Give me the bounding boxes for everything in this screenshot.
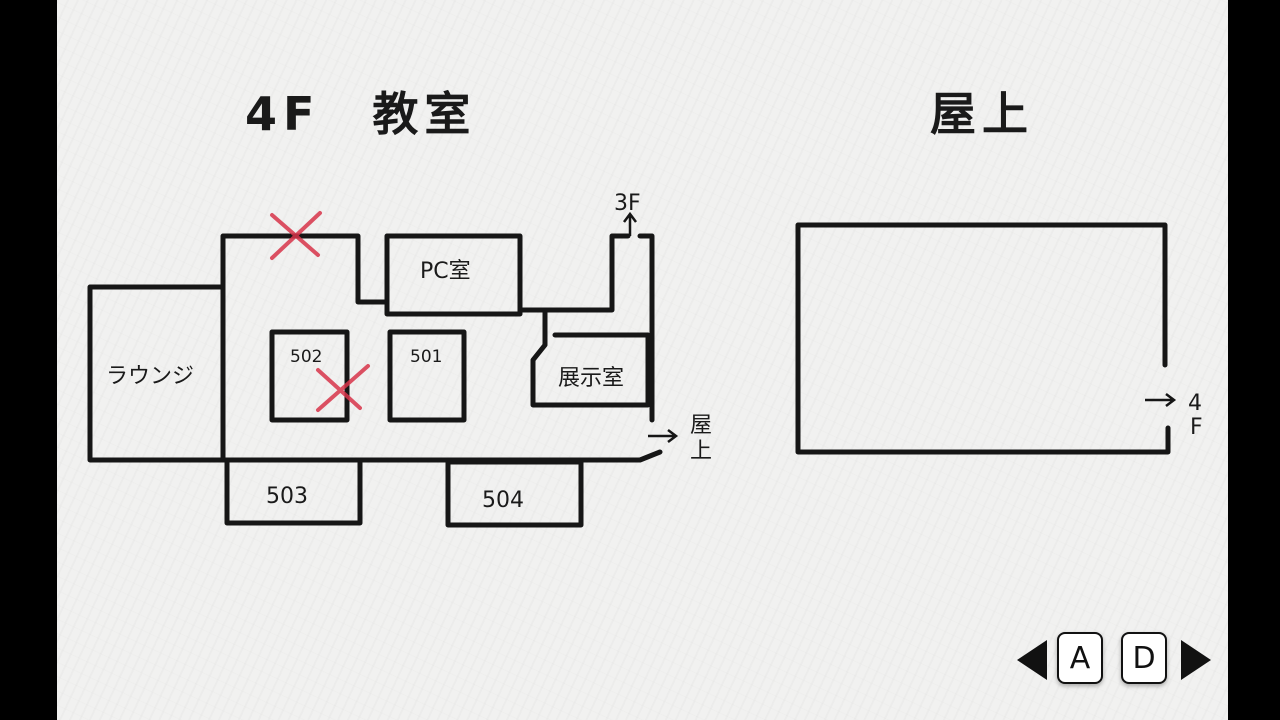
cross-mark-icon [270,211,322,260]
exit-4f-label-2: F [1190,415,1203,440]
room-503-label: 503 [266,484,308,509]
room-501-label: 501 [410,347,442,367]
key-a-button[interactable]: A [1057,632,1103,684]
exit-roof-label-1: 屋 [690,413,712,438]
lounge-label: ラウンジ [106,364,194,389]
rooftop-outline [795,222,1171,455]
room-502 [269,329,350,423]
prev-page-arrow-icon[interactable] [1017,640,1047,680]
exit-3f-label: 3F [614,191,641,216]
floor-4f-walls [87,233,663,528]
room-503 [224,457,363,526]
exit-4f-label-1: 4 [1188,391,1202,416]
arrow-right-icon [1145,393,1177,407]
right-map-title: 屋上 [930,87,1034,141]
exhibition-room [530,307,651,408]
corridor-wall [517,233,631,313]
stairs-wall [637,233,655,423]
pc-room-label: PC室 [420,259,471,284]
hall-wall-north [220,233,390,463]
exhibition-label: 展示室 [558,366,624,391]
paper-background [57,0,1228,720]
next-page-arrow-icon[interactable] [1181,640,1211,680]
cross-mark-icon [316,364,370,412]
exit-roof-label-2: 上 [690,439,712,464]
room-502-label: 502 [290,347,322,367]
room-501 [387,329,467,423]
key-d-button[interactable]: D [1121,632,1167,684]
room-504 [445,459,584,528]
left-map-title: 4F 教室 [245,87,476,141]
arrow-up-icon [623,211,637,236]
room-504-label: 504 [482,488,524,513]
pc-room [384,233,523,317]
arrow-right-icon [648,429,679,443]
